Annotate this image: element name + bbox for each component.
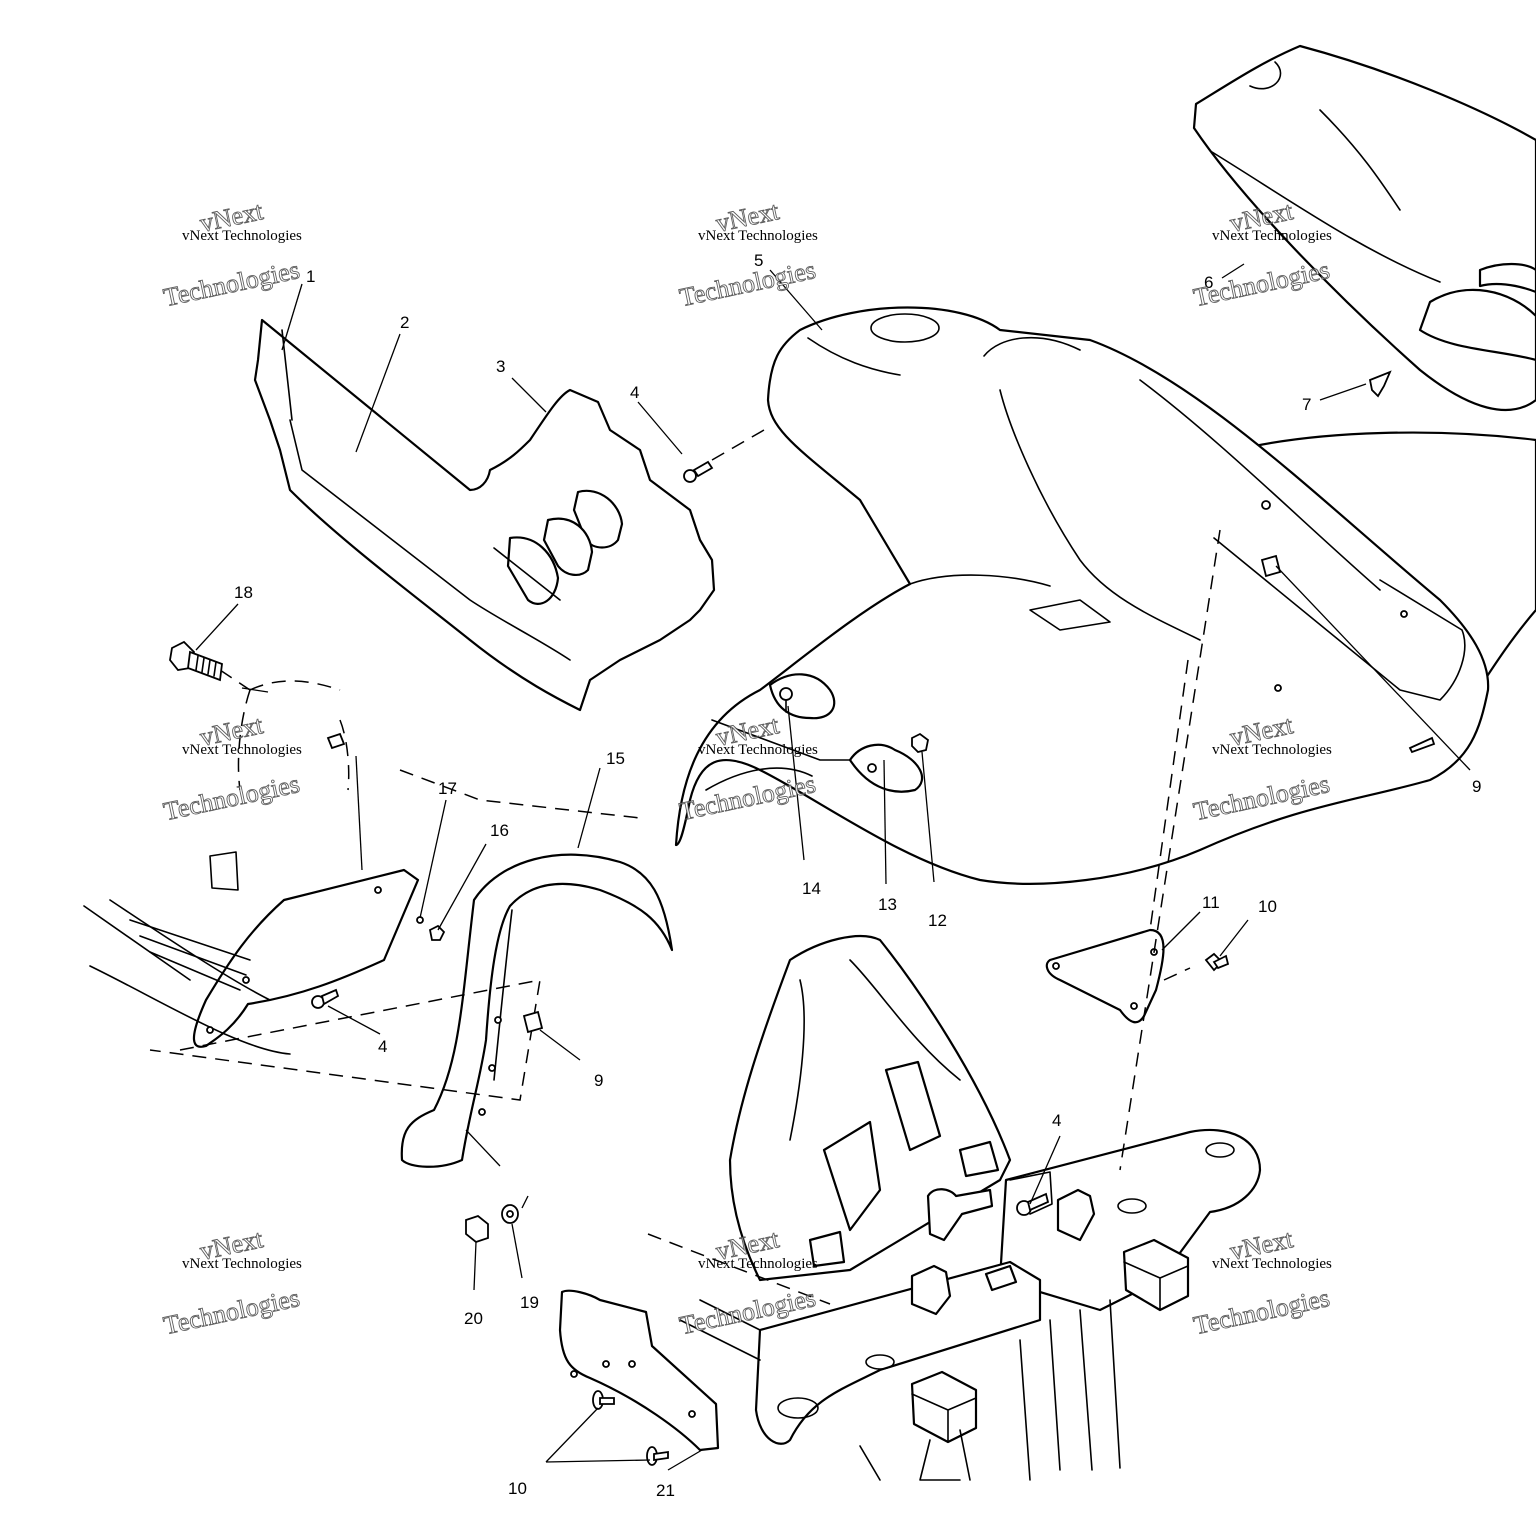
svg-text:Technologies: Technologies: [161, 1283, 302, 1340]
callout-15: 15: [606, 749, 625, 768]
callout-11: 11: [1202, 893, 1220, 912]
footwell-floorboard-part: [83, 851, 420, 1055]
callout-9-left: 9: [594, 1071, 603, 1090]
callout-19: 19: [520, 1293, 539, 1312]
callout-4-upper: 4: [630, 383, 639, 402]
callout-7: 7: [1302, 395, 1311, 414]
bolt-18: [169, 640, 223, 682]
watermark: vNext vNext Technologies Technologies: [160, 1224, 302, 1341]
speed-nut-9-left: [522, 1010, 544, 1034]
watermark: vNext vNext Technologies Technologies: [1190, 1224, 1332, 1341]
svg-text:Technologies: Technologies: [1191, 255, 1332, 312]
svg-text:Technologies: Technologies: [677, 255, 818, 312]
watermark: vNext vNext Technologies Technologies: [160, 710, 302, 827]
svg-text:vNext Technologies: vNext Technologies: [182, 228, 302, 244]
rivet-10-right: [1204, 952, 1230, 972]
frame-assembly: [679, 935, 1262, 1481]
callout-12: 12: [928, 911, 947, 930]
rivet-10-lower-b: [646, 1446, 669, 1466]
callout-4-frame: 4: [1052, 1111, 1061, 1130]
screw-14: [779, 687, 793, 713]
svg-text:Technologies: Technologies: [161, 255, 302, 312]
bracket-part: [1045, 928, 1165, 1024]
callout-20: 20: [464, 1309, 483, 1328]
callout-14: 14: [802, 879, 821, 898]
callout-5: 5: [754, 251, 763, 270]
screw-4-lower: [311, 988, 340, 1009]
speed-nut-9-right: [1260, 554, 1282, 578]
screw-4-upper: [683, 460, 714, 483]
svg-text:Technologies: Technologies: [161, 769, 302, 826]
clip-7: [1368, 370, 1392, 398]
screw-4-frame: [1016, 1192, 1050, 1216]
callout-13: 13: [878, 895, 897, 914]
svg-text:Technologies: Technologies: [1191, 1283, 1332, 1340]
watermark: vNext vNext Technologies Technologies: [160, 196, 302, 313]
svg-text:vNext Technologies: vNext Technologies: [1212, 742, 1332, 758]
front-body-part: [674, 306, 1536, 885]
hardware: [169, 370, 1436, 1466]
left-side-panel-part: [253, 318, 716, 712]
fastener-13: [867, 763, 877, 773]
callout-10-right: 10: [1258, 897, 1277, 916]
callout-16: 16: [490, 821, 509, 840]
nut-16: [428, 924, 446, 941]
callout-1: 1: [306, 267, 315, 286]
mud-flap-part: [558, 1289, 720, 1452]
callout-2: 2: [400, 313, 409, 332]
rivet-10-lower-a: [592, 1390, 615, 1410]
phantom-lines: [149, 429, 1221, 1305]
svg-text:vNext Technologies: vNext Technologies: [698, 742, 818, 758]
fender-flare-part: [400, 853, 674, 1168]
callouts: 1 2 3 4 5 6 7 9 18 15 17 16 14 13 12 11 …: [234, 251, 1481, 1500]
watermark: vNext vNext Technologies Technologies: [676, 196, 818, 313]
callout-3: 3: [496, 357, 505, 376]
nut-20: [465, 1214, 489, 1244]
svg-text:vNext Technologies: vNext Technologies: [698, 228, 818, 244]
callout-18: 18: [234, 583, 253, 602]
rear-body-part: [1192, 44, 1536, 412]
callout-4-lower: 4: [378, 1037, 387, 1056]
svg-text:vNext Technologies: vNext Technologies: [1212, 228, 1332, 244]
callout-10-lower: 10: [508, 1479, 527, 1498]
callout-6: 6: [1204, 273, 1213, 292]
svg-text:vNext Technologies: vNext Technologies: [1212, 1256, 1332, 1272]
callout-9-right: 9: [1472, 777, 1481, 796]
svg-text:vNext Technologies: vNext Technologies: [698, 1256, 818, 1272]
leader-lines: [195, 263, 1471, 1471]
callout-17: 17: [438, 779, 457, 798]
svg-text:vNext Technologies: vNext Technologies: [182, 742, 302, 758]
nut-12: [911, 732, 929, 753]
callout-21: 21: [656, 1481, 675, 1500]
svg-text:vNext Technologies: vNext Technologies: [182, 1256, 302, 1272]
